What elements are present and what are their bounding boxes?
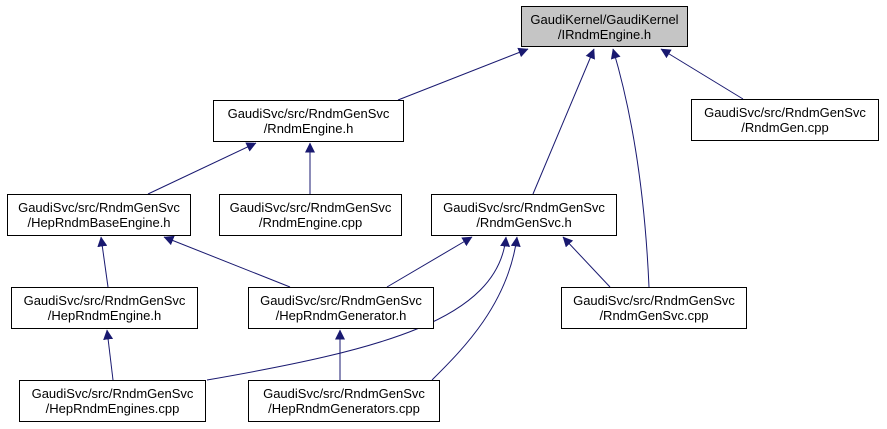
node-label-line2: /HepRndmEngine.h (47, 308, 162, 323)
edge-rndmengine-h-to-irndmengine-h (397, 47, 529, 101)
node-label-line1: GaudiSvc/src/RndmGenSvc (704, 105, 866, 120)
node-label-line2: /HepRndmGenerator.h (275, 308, 407, 323)
node-heprndmengine-h[interactable]: GaudiSvc/src/RndmGenSvc /HepRndmEngine.h (11, 287, 198, 329)
node-label-line2: /IRndmEngine.h (557, 26, 652, 42)
node-label-line1: GaudiSvc/src/RndmGenSvc (23, 293, 186, 308)
node-heprndmgenerator-h[interactable]: GaudiSvc/src/RndmGenSvc /HepRndmGenerato… (248, 287, 434, 329)
node-label-line1: GaudiSvc/src/RndmGenSvc (227, 106, 390, 121)
node-rndmengine-cpp[interactable]: GaudiSvc/src/RndmGenSvc /RndmEngine.cpp (219, 194, 402, 236)
node-irndmengine-h[interactable]: GaudiKernel/GaudiKernel /IRndmEngine.h (521, 6, 688, 47)
node-label-line1: GaudiSvc/src/RndmGenSvc (260, 293, 422, 308)
node-label-line1: GaudiSvc/src/RndmGenSvc (31, 386, 194, 401)
edge-heprndmengine-h-to-heprndmbaseengine-h (97, 236, 109, 288)
node-label-line2: /RndmGenSvc.h (476, 215, 572, 230)
edge-rndmgensvc-cpp-to-irndmengine-h (610, 48, 650, 288)
edge-rndmgensvc-cpp-to-rndmgensvc-h (562, 236, 611, 288)
node-label-line2: /RndmEngine.h (263, 121, 354, 136)
edge-rndmgen-cpp-to-irndmengine-h (660, 48, 744, 100)
node-label-line1: GaudiSvc/src/RndmGenSvc (18, 200, 180, 215)
node-label-line1: GaudiSvc/src/RndmGenSvc (443, 200, 605, 215)
node-heprndmengines-cpp[interactable]: GaudiSvc/src/RndmGenSvc /HepRndmEngines.… (19, 380, 206, 422)
node-label-line2: /HepRndmBaseEngine.h (27, 215, 171, 230)
node-rndmengine-h[interactable]: GaudiSvc/src/RndmGenSvc /RndmEngine.h (213, 100, 404, 142)
edge-rndmgensvc-h-to-irndmengine-h (532, 48, 595, 195)
node-label-line2: /RndmEngine.cpp (258, 215, 363, 230)
node-heprndmgenerators-cpp[interactable]: GaudiSvc/src/RndmGenSvc /HepRndmGenerato… (248, 380, 440, 422)
edge-heprndmengines-cpp-to-heprndmengine-h (103, 329, 114, 381)
node-rndmgensvc-cpp[interactable]: GaudiSvc/src/RndmGenSvc /RndmGenSvc.cpp (561, 287, 747, 329)
node-heprndmbaseengine-h[interactable]: GaudiSvc/src/RndmGenSvc /HepRndmBaseEngi… (7, 194, 191, 236)
node-label-line2: /RndmGen.cpp (741, 120, 829, 135)
edge-heprndmbaseengine-h-to-rndmengine-h (147, 142, 257, 195)
node-label-line1: GaudiSvc/src/RndmGenSvc (263, 386, 425, 401)
edge-heprndmgenerator-h-to-rndmgensvc-h (386, 236, 473, 288)
edge-heprndmgenerator-h-to-heprndmbaseengine-h (163, 235, 291, 288)
edge-heprndmgenerators-cpp-to-rndmgensvc-h (431, 236, 521, 381)
node-label-line1: GaudiKernel/GaudiKernel (530, 11, 679, 27)
node-label-line2: /HepRndmGenerators.cpp (268, 401, 420, 416)
node-label-line1: GaudiSvc/src/RndmGenSvc (573, 293, 735, 308)
node-rndmgensvc-h[interactable]: GaudiSvc/src/RndmGenSvc /RndmGenSvc.h (431, 194, 617, 236)
node-label-line2: /RndmGenSvc.cpp (599, 308, 709, 323)
node-label-line1: GaudiSvc/src/RndmGenSvc (229, 200, 392, 215)
node-label-line2: /HepRndmEngines.cpp (45, 401, 180, 416)
node-rndmgen-cpp[interactable]: GaudiSvc/src/RndmGenSvc /RndmGen.cpp (691, 99, 879, 141)
